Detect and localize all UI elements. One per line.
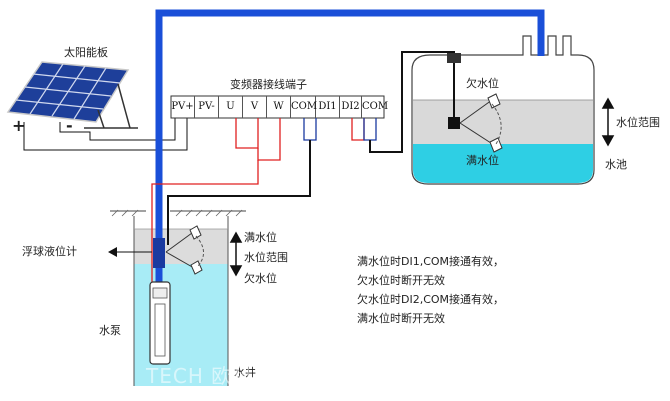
float-switch-icon <box>447 53 503 153</box>
level-arrow-icon <box>229 97 615 277</box>
tank-label: 水池 <box>605 158 627 171</box>
water-tank <box>411 35 595 185</box>
terminal-v: V <box>243 96 267 118</box>
well-float-wires <box>167 118 317 245</box>
terminal-di2: DI2 <box>340 96 362 118</box>
terminal-w: W <box>267 96 291 118</box>
well-label: 水井 <box>234 366 256 379</box>
tank-range-band <box>413 100 593 144</box>
tank-full-label: 满水位 <box>466 154 499 167</box>
pointer-arrow-icon <box>108 247 152 257</box>
pump-icon <box>149 281 171 365</box>
note-line: 满水位时断开无效 <box>357 312 445 325</box>
tank-water <box>413 144 593 183</box>
terminal-di1: DI1 <box>316 96 340 118</box>
solar-panel-icon <box>6 61 138 129</box>
float-meter-label: 浮球液位计 <box>22 245 77 258</box>
terminal-u: U <box>219 96 243 118</box>
float-switch-icon <box>153 225 204 275</box>
watermark: TECH 欧科 <box>146 364 254 388</box>
terminal-pv-minus: PV- <box>195 96 219 118</box>
terminal-com-1: COM <box>291 96 317 118</box>
note-line: 满水位时DI1,COM接通有效， <box>357 255 505 268</box>
terminal-com-2: COM <box>362 101 389 112</box>
plus-sign: + <box>12 116 26 135</box>
logic-notes: 满水位时DI1,COM接通有效， 欠水位时断开无效 欠水位时DI2,COM接通有… <box>357 252 504 328</box>
note-line: 欠水位时DI2,COM接通有效， <box>357 293 505 306</box>
delivery-pipe <box>155 9 545 300</box>
well-low-label: 欠水位 <box>244 272 277 285</box>
well-full-label: 满水位 <box>244 231 277 244</box>
solar-panel-label: 太阳能板 <box>64 46 108 59</box>
dc-wires <box>23 118 188 151</box>
tank-float-wires <box>351 51 455 153</box>
pump-label: 水泵 <box>99 324 121 337</box>
note-line: 欠水位时断开无效 <box>357 274 445 287</box>
well-range-label: 水位范围 <box>244 251 288 264</box>
tank-low-label: 欠水位 <box>466 77 499 90</box>
terminal-block <box>170 95 385 119</box>
terminal-pv-plus: PV+ <box>171 96 195 118</box>
minus-sign: - <box>66 116 73 135</box>
inverter-terminal-label: 变频器接线端子 <box>230 78 307 91</box>
pump-power-wires <box>151 118 281 292</box>
tank-range-label: 水位范围 <box>616 116 660 129</box>
